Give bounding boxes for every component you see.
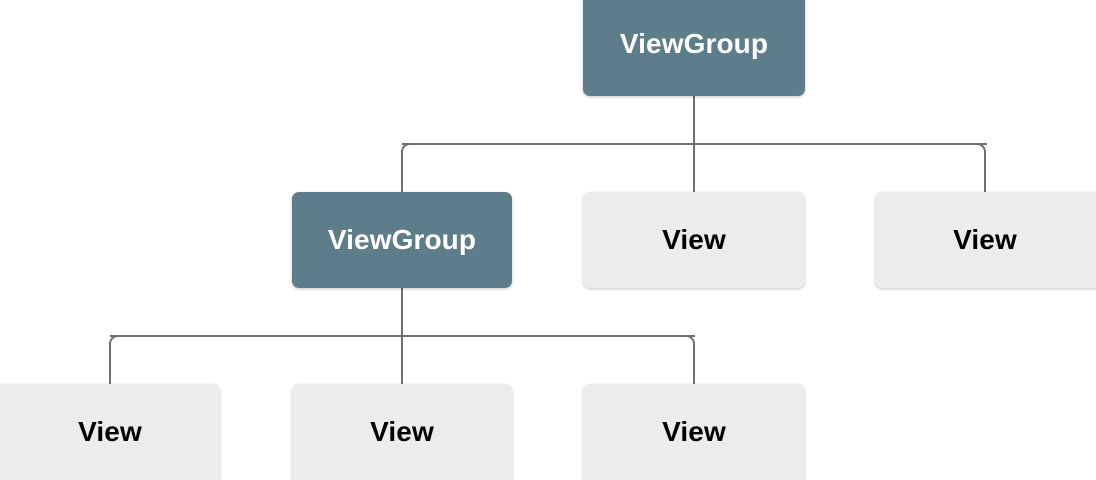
node-label: View: [662, 416, 726, 447]
node-view-level1-right[interactable]: View: [875, 192, 1096, 288]
edge-elbow-right-level2: [681, 335, 695, 349]
node-view-level2-right[interactable]: View: [583, 384, 805, 480]
node-view-level2-middle[interactable]: View: [292, 384, 512, 480]
edge-to-view-l1-c: [984, 150, 986, 193]
node-label: View: [662, 224, 726, 255]
node-root-viewgroup[interactable]: ViewGroup: [583, 0, 805, 96]
edge-to-view-l2-b: [401, 335, 403, 385]
edge-elbow-left-level1: [401, 143, 415, 157]
edge-to-view-l2-c: [693, 342, 695, 385]
node-label: View: [370, 416, 434, 447]
node-label: View: [78, 416, 142, 447]
edge-root-stem: [693, 96, 695, 145]
node-label: ViewGroup: [619, 28, 769, 59]
node-view-level2-left[interactable]: View: [0, 384, 220, 480]
edge-to-view-l2-a: [109, 342, 111, 385]
edge-elbow-right-level1: [972, 143, 986, 157]
node-view-level1-middle[interactable]: View: [583, 192, 805, 288]
edge-elbow-left-level2: [109, 335, 123, 349]
edge-to-viewgroup-l1: [401, 150, 403, 193]
edge-viewgroup-stem: [401, 288, 403, 337]
node-label: View: [953, 224, 1017, 255]
edge-to-view-l1-b: [693, 143, 695, 193]
node-label: ViewGroup: [327, 224, 477, 255]
node-viewgroup-level1[interactable]: ViewGroup: [292, 192, 512, 288]
